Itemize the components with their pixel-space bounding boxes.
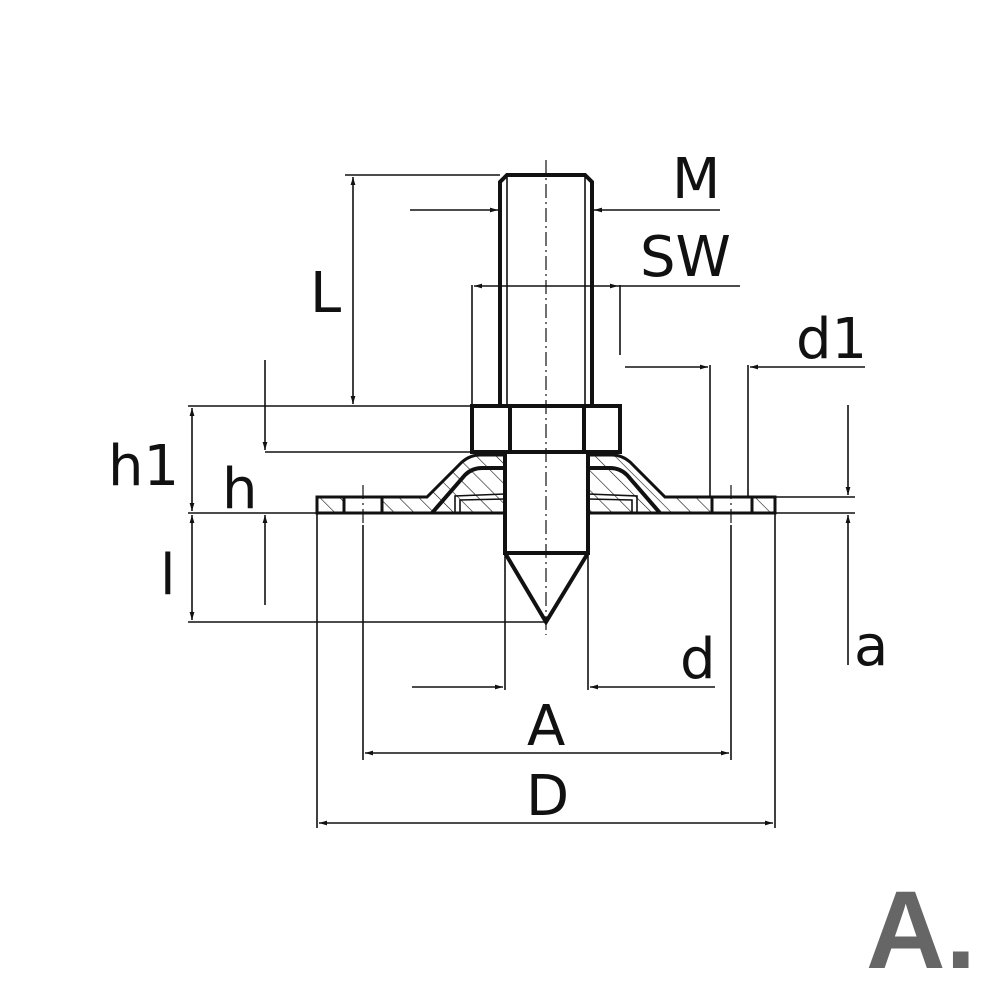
part-outline	[315, 160, 777, 635]
label-l: l	[160, 543, 176, 608]
brand-logo: A.	[866, 869, 976, 992]
label-h: h	[222, 457, 258, 522]
label-d1: d1	[796, 307, 867, 372]
label-M: M	[672, 147, 720, 212]
label-d: d	[680, 627, 716, 692]
label-SW: SW	[640, 225, 731, 290]
label-a: a	[854, 614, 888, 679]
label-D: D	[526, 764, 569, 829]
label-L: L	[310, 261, 341, 326]
dimension-lines	[188, 174, 865, 828]
label-A: A	[527, 694, 565, 759]
label-h1: h1	[108, 434, 179, 499]
